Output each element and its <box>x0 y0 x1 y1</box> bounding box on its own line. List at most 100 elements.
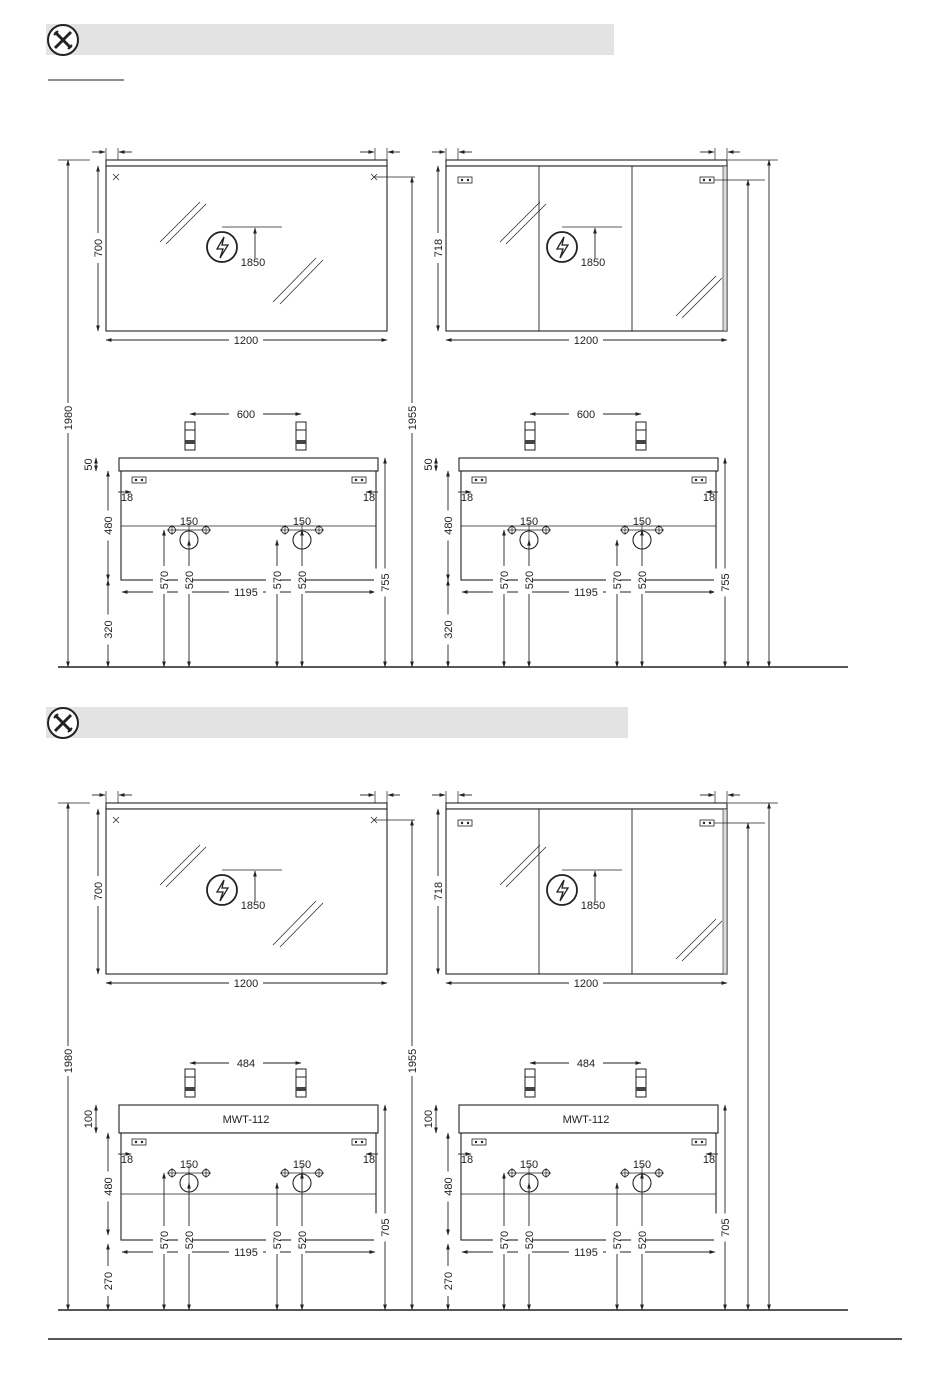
waste-height-label: 570 <box>499 1231 511 1249</box>
cabinet-width-label: 1195 <box>234 1247 258 1259</box>
cabinet-top-level-label: 755 <box>720 573 732 591</box>
light-height-label: 1850 <box>581 257 605 269</box>
vanity-top-model-label: MWT-112 <box>563 1114 610 1126</box>
vanity-cabinet <box>460 470 717 581</box>
mirror-panel <box>105 165 388 332</box>
waste-height-label: 520 <box>524 571 536 589</box>
label-background <box>229 1246 263 1258</box>
lightning-icon-bolt <box>555 879 570 902</box>
bracket-hole <box>354 478 358 482</box>
waste-height-label: 520 <box>184 571 196 589</box>
tap-handle <box>185 440 195 444</box>
label-background <box>229 1057 263 1069</box>
mirror-width-label: 1200 <box>234 335 258 347</box>
wall-bracket-icon <box>691 1138 707 1146</box>
bracket-hole <box>708 178 712 182</box>
drain-width-label: 150 <box>293 516 311 528</box>
reflection-stroke <box>272 900 317 946</box>
label-background <box>606 566 620 594</box>
top-height-label: 50 <box>83 458 95 470</box>
label-background <box>427 876 441 906</box>
bracket-offset-label: 18 <box>461 1154 473 1166</box>
cabinet-height-label: 480 <box>443 1177 455 1195</box>
cabinet-side-edge <box>722 808 728 975</box>
cabinet-height-label: 480 <box>103 1177 115 1195</box>
cabinet-top-level-label: 755 <box>380 573 392 591</box>
vanity-cabinet <box>120 470 377 581</box>
cabinet-width-label: 1195 <box>574 587 598 599</box>
waste-height-label: 570 <box>272 571 284 589</box>
waste-height-label: 570 <box>499 571 511 589</box>
reflection-stroke <box>279 902 324 948</box>
label-background <box>437 1171 451 1202</box>
wall-bracket-icon <box>699 819 715 827</box>
tap-spacing-label: 600 <box>577 409 595 421</box>
fixing-mark <box>112 816 120 824</box>
bracket-hole <box>694 478 698 482</box>
lightning-icon <box>206 231 238 263</box>
bracket-hole <box>360 478 364 482</box>
wall-bracket-icon <box>699 176 715 184</box>
bracket-hole <box>360 1140 364 1144</box>
tools-icon <box>47 24 79 56</box>
label-background <box>518 566 532 594</box>
mirror-light-bar <box>105 159 388 167</box>
waste-height-label: 520 <box>637 571 649 589</box>
total-height-label: 1980 <box>63 1049 75 1073</box>
bracket-hole <box>474 478 478 482</box>
lightning-icon-bolt <box>555 236 570 259</box>
lightning-icon-bolt <box>215 236 230 259</box>
tap-spacing-label: 484 <box>577 1058 595 1070</box>
label-background <box>569 334 603 346</box>
light-height-label: 1850 <box>241 900 265 912</box>
label-background <box>97 1171 111 1202</box>
label-background <box>229 586 263 598</box>
bracket-hole <box>480 478 484 482</box>
label-background <box>714 1213 728 1242</box>
label-background <box>153 566 167 594</box>
lightning-icon-bolt <box>215 879 230 902</box>
bracket-hole <box>460 178 464 182</box>
tap-handle <box>296 440 306 444</box>
reflection-stroke <box>499 844 541 886</box>
lightning-icon <box>546 874 578 906</box>
label-background <box>437 510 451 541</box>
label-background <box>178 1226 192 1254</box>
total-height-label: 1980 <box>63 406 75 430</box>
label-background <box>266 566 280 594</box>
mirror-height-label: 718 <box>433 882 445 900</box>
wall-bracket-icon <box>457 176 473 184</box>
label-background <box>401 1046 415 1076</box>
drain-width-label: 150 <box>520 516 538 528</box>
section-1-banner <box>46 24 614 55</box>
bracket-hole <box>140 478 144 482</box>
drain-width-label: 150 <box>180 1159 198 1171</box>
tap-body <box>184 421 196 451</box>
mirror-level-label: 1955 <box>407 1049 419 1073</box>
mirror-cabinet-body <box>445 808 728 975</box>
tap-body <box>295 1068 307 1098</box>
vanity-top <box>118 457 379 472</box>
label-background <box>401 403 415 433</box>
cabinet-light-bar <box>445 159 728 167</box>
label-background <box>97 510 111 541</box>
tap-icon <box>524 1068 536 1098</box>
tools-icon <box>47 707 79 739</box>
tap-body <box>295 421 307 451</box>
reflection-stroke <box>159 844 201 886</box>
tap-icon <box>635 421 647 451</box>
reflection-stroke <box>681 920 723 962</box>
waste-height-label: 570 <box>272 1231 284 1249</box>
label-background <box>437 1266 451 1296</box>
bracket-plate <box>699 176 715 184</box>
tap-icon <box>524 421 536 451</box>
tap-icon <box>184 1068 196 1098</box>
top-height-label: 100 <box>423 1110 435 1128</box>
tap-icon <box>184 421 196 451</box>
